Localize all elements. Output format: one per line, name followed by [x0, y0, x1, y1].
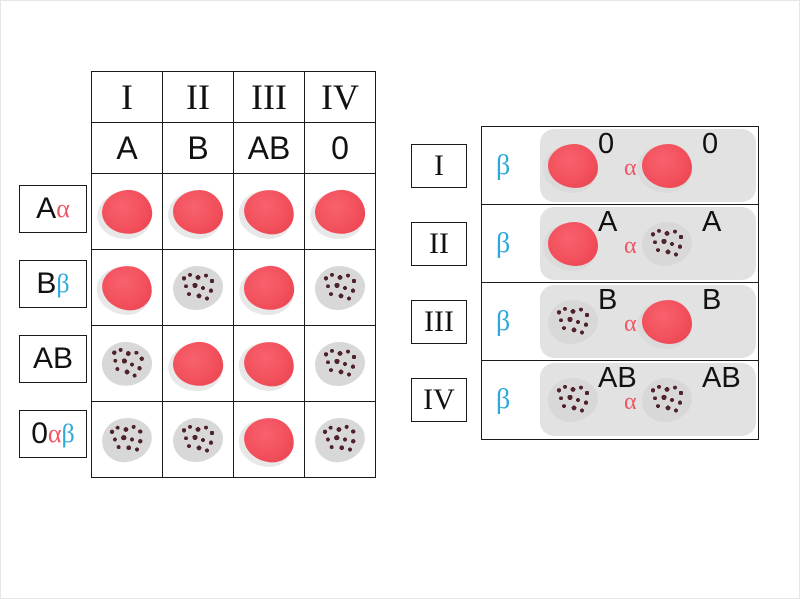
group-label: AB [598, 362, 637, 394]
group-label: B [598, 284, 618, 316]
alpha-letter: α [624, 155, 637, 181]
right-roman-I: I [411, 144, 467, 188]
left-cell-2-3 [305, 326, 375, 401]
left-cell-2-2 [234, 326, 304, 401]
group-label: 0 [598, 128, 615, 160]
reaction-blob [642, 144, 692, 188]
reaction-blob [548, 144, 598, 188]
row-label-AB: AB [19, 335, 87, 383]
column-header-group: A [92, 123, 162, 173]
row-label-main: B [36, 267, 57, 300]
alpha-letter: α [624, 311, 637, 337]
reaction-blob [241, 263, 297, 312]
reaction-blob [642, 300, 692, 344]
column-header-group: AB [234, 123, 304, 173]
row-label-main: AB [32, 342, 74, 375]
beta-letter: β [496, 383, 511, 415]
group-label: AB [702, 362, 741, 394]
left-cell-0-1 [163, 174, 233, 249]
left-cell-2-1 [163, 326, 233, 401]
group-label: 0 [702, 128, 719, 160]
reaction-blob [548, 378, 598, 422]
group-label: A [702, 206, 722, 238]
reaction-blob [315, 265, 365, 310]
reaction-blob [241, 186, 297, 237]
reaction-panel: 0 α 0 [540, 128, 756, 202]
right-roman-IV: IV [411, 378, 467, 422]
column-header-group: B [163, 123, 233, 173]
left-cell-1-1 [163, 250, 233, 325]
reaction-blob [173, 189, 223, 234]
column-header-group: 0 [305, 123, 375, 173]
reaction-blob [99, 262, 155, 313]
reaction-blob [642, 378, 692, 422]
reaction-blob [315, 341, 365, 386]
reaction-panel: B α B [540, 284, 756, 358]
reaction-panel: A α A [540, 206, 756, 280]
result-row-III: β B α B [482, 283, 758, 361]
group-label: A [598, 206, 618, 238]
result-row-IV: β AB α AB [482, 361, 758, 438]
left-cell-3-1 [163, 402, 233, 477]
result-row-I: β 0 α 0 [482, 127, 758, 205]
beta-letter: β [496, 149, 511, 181]
reaction-blob [241, 338, 297, 389]
right-roman-II: II [411, 222, 467, 266]
left-cell-0-3 [305, 174, 375, 249]
alpha-letter: α [56, 194, 70, 223]
column-header-roman: IV [305, 72, 375, 122]
reaction-blob [173, 417, 223, 462]
reaction-blob [548, 300, 598, 344]
reaction-blob [642, 222, 692, 266]
beta-letter: β [61, 419, 75, 448]
left-cell-1-3 [305, 250, 375, 325]
column-header-roman: III [234, 72, 304, 122]
left-cell-3-0 [92, 402, 162, 477]
alpha-letter: α [47, 419, 62, 448]
reaction-blob [173, 265, 223, 310]
column-header-roman: II [163, 72, 233, 122]
result-table: β 0 α 0 β A α A β B α [481, 126, 759, 440]
right-roman-III: III [411, 300, 467, 344]
reaction-blob [99, 338, 155, 389]
reaction-panel: AB α AB [540, 362, 756, 436]
beta-letter: β [496, 227, 511, 259]
left-cell-3-2 [234, 402, 304, 477]
reaction-blob [99, 415, 155, 464]
left-cell-2-0 [92, 326, 162, 401]
left-cell-0-0 [92, 174, 162, 249]
left-cell-0-2 [234, 174, 304, 249]
row-label-main: 0 [31, 417, 48, 450]
alpha-letter: α [624, 233, 637, 259]
reaction-blob [548, 222, 598, 266]
left-cell-3-3 [305, 402, 375, 477]
alpha-letter: α [624, 389, 637, 415]
reaction-blob [312, 415, 368, 464]
beta-letter: β [496, 305, 511, 337]
reaction-blob [312, 187, 368, 236]
row-label-main: A [36, 192, 57, 225]
reaction-blob [241, 414, 297, 465]
left-cell-1-0 [92, 250, 162, 325]
left-cell-1-2 [234, 250, 304, 325]
group-label: B [702, 284, 722, 316]
result-row-II: β A α A [482, 205, 758, 283]
column-header-roman: I [92, 72, 162, 122]
reaction-blob [99, 187, 155, 236]
reaction-blob [170, 339, 226, 388]
agglutination-grid: I II III IV A B AB 0 [91, 71, 376, 478]
beta-letter: β [56, 269, 70, 298]
